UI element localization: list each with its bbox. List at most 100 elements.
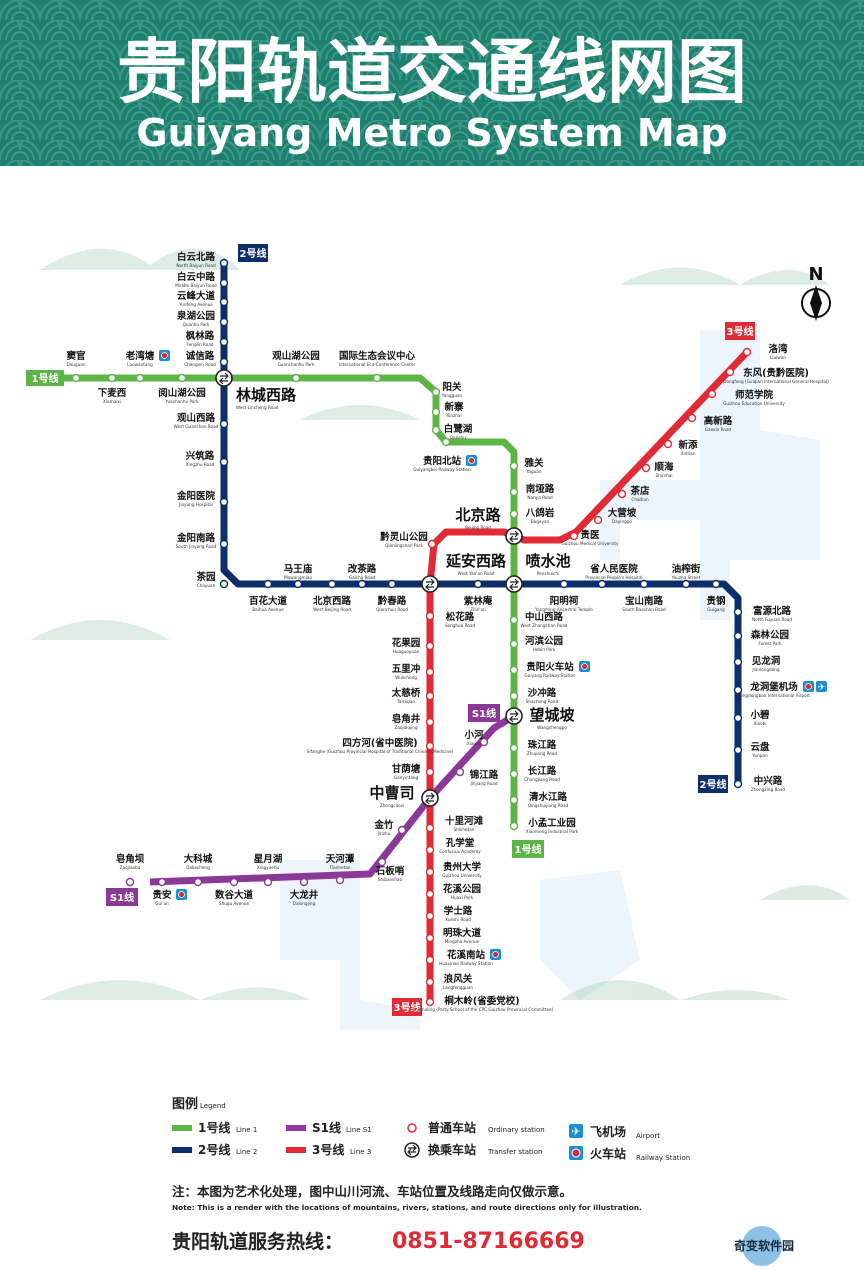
- ordinary-station-icon: [639, 579, 649, 589]
- station-name-cn: 宝山南路: [625, 595, 664, 607]
- station-tongmuling[interactable]: 桐木岭(省委党校)Tongmuling (Party School of the…: [410, 995, 554, 1012]
- station-sifanghe[interactable]: 四方河(省中医院)Sifanghe (Guizhou Provincial Ho…: [307, 737, 454, 754]
- station-name-en: Wangchengpo: [537, 725, 567, 730]
- ordinary-station-icon: [425, 911, 435, 921]
- station-dongfeng[interactable]: 东风(贵黔医院)Dongfeng (Guiqian International …: [723, 367, 829, 384]
- ordinary-station-icon: [425, 955, 435, 965]
- station-name-en: International Eco-Conference Center: [339, 362, 416, 367]
